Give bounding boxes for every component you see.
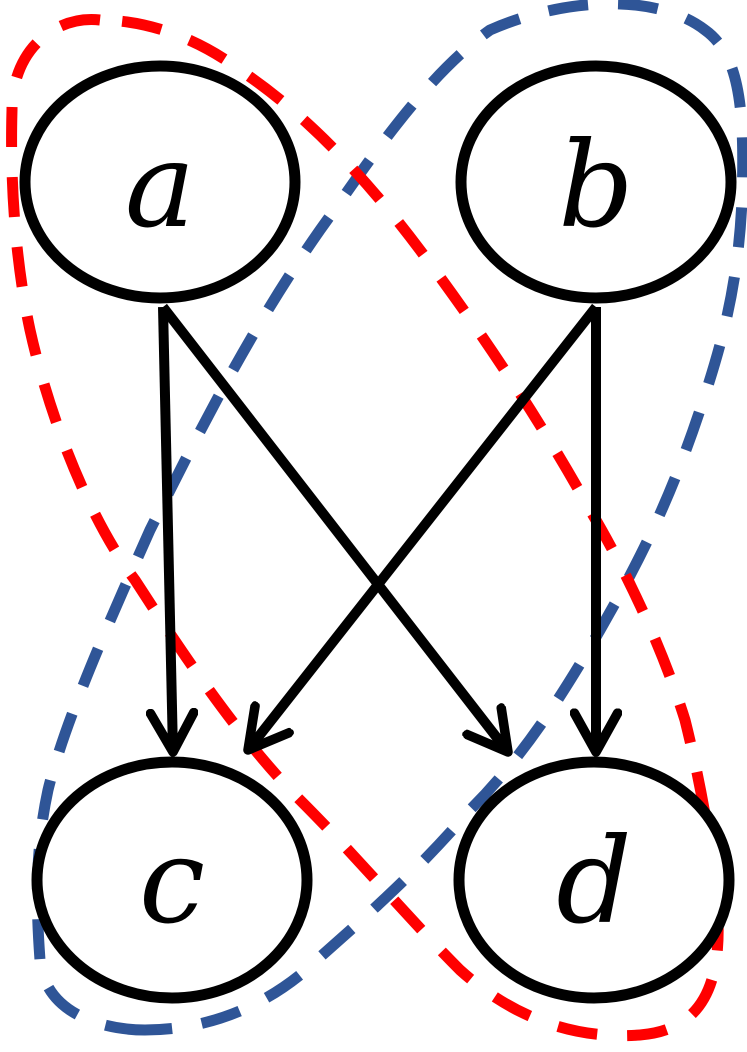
node-d-label: d — [556, 812, 632, 950]
node-a-label: a — [125, 116, 195, 254]
edge-a-to-c — [163, 306, 173, 752]
group-outline-a-d — [6, 14, 724, 1042]
group-outline-b-c — [31, 0, 747, 1036]
node-a[interactable]: a — [19, 60, 301, 304]
node-b-label: b — [558, 116, 634, 254]
node-d[interactable]: d — [453, 756, 735, 1004]
edge-a-to-d — [159, 303, 508, 752]
node-b[interactable]: b — [455, 60, 737, 304]
node-c-label: c — [139, 812, 205, 950]
edge-b-to-c — [248, 303, 600, 750]
node-c[interactable]: c — [31, 756, 313, 1004]
